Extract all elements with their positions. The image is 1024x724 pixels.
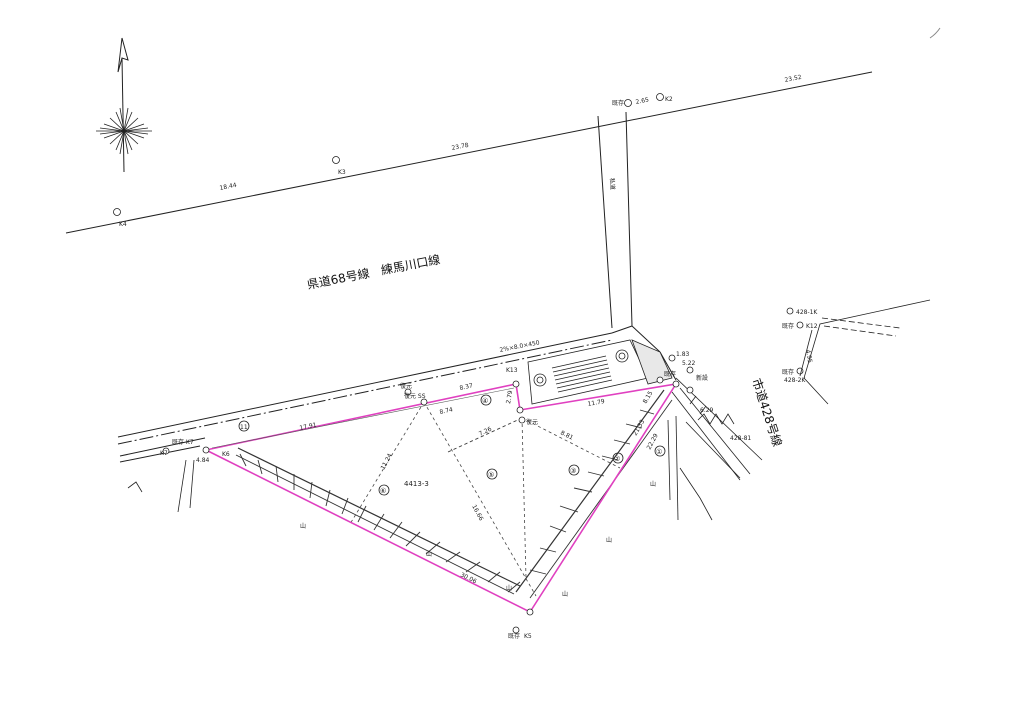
boundary-points xyxy=(162,354,694,634)
lot-number: 4413-3 xyxy=(404,480,429,488)
dim-881: 8.81 xyxy=(559,430,574,442)
label-k12: K12 xyxy=(806,323,818,330)
mountain-mark-2: 山 xyxy=(426,550,432,558)
city-road-edges: 428-81 xyxy=(667,377,763,521)
existing-label: 既存 xyxy=(612,99,624,107)
dim-279: 2.79 xyxy=(505,390,514,405)
right-corner-feature: 428-1K 既存 K12 4.95 既存 428-2K xyxy=(782,299,931,405)
pt-restore-2: 復元 xyxy=(526,418,538,426)
area-4: ④ xyxy=(482,397,488,405)
label-428-2k: 428-2K xyxy=(784,377,806,384)
pt-new: 新設 xyxy=(696,374,708,382)
dim-1124: 11.24 xyxy=(380,452,394,471)
point-labels: 復元 復元 SS K13 復元 既存 K7 K7 K6 既存 K5 4.84 新… xyxy=(160,367,708,640)
corner-mark xyxy=(929,27,941,39)
survey-point-existing xyxy=(624,99,632,107)
dim-874: 8.74 xyxy=(439,406,454,416)
dim-5-22: 5.22 xyxy=(682,360,696,367)
slope-hatching xyxy=(235,447,521,595)
dist-2352: 23.52 xyxy=(784,74,802,84)
dim-1791: 17.91 xyxy=(299,422,317,432)
point-k4-label: K4 xyxy=(119,221,127,228)
road-edge-dim: 2%×8.0×450 xyxy=(499,339,540,354)
prefectural-road-label: 県道68号線 練馬川口線 xyxy=(306,251,442,292)
pt-existing-k7: 既存 K7 xyxy=(172,438,194,446)
survey-point-k3 xyxy=(332,156,340,164)
slope-hatching-east xyxy=(515,389,673,599)
area-6: ⑥ xyxy=(380,487,386,495)
label-existing-k12: 既存 xyxy=(782,322,794,330)
pt-existing-3: 既存 xyxy=(664,370,676,378)
dist-2378: 23.78 xyxy=(451,142,469,152)
dist-1844: 18.44 xyxy=(219,182,237,192)
north-arrow-icon xyxy=(96,37,152,173)
dim-183: 1.83 xyxy=(676,351,690,358)
lower-road-edges: 2%×8.0×450 xyxy=(117,325,677,463)
dim-1666: 16.66 xyxy=(470,504,484,523)
dim-815: 8.15 xyxy=(642,390,655,405)
city-road-label: 市道428号線 xyxy=(749,376,785,448)
survey-point-k4 xyxy=(113,208,121,216)
dim-1179: 11.79 xyxy=(587,398,605,408)
mark-11: 11 xyxy=(240,424,248,431)
parcel-boundary xyxy=(203,382,678,614)
label-existing-2: 既存 xyxy=(782,368,794,376)
point-k3-label: K3 xyxy=(338,169,346,176)
survey-point-k2 xyxy=(656,93,664,101)
pt-restore-ss: 復元 SS xyxy=(404,392,426,400)
pt-existing-k5: 既存 xyxy=(508,632,520,640)
area-1: ① xyxy=(656,448,662,456)
pt-k7: K7 xyxy=(160,450,168,457)
side-street: 私道 xyxy=(597,111,633,329)
subdivision-lines xyxy=(349,401,621,597)
pt-484: 4.84 xyxy=(196,457,210,464)
pt-restore-1: 復元 xyxy=(400,382,412,390)
dist-265: 2.65 xyxy=(635,97,650,106)
left-features xyxy=(127,459,195,513)
pt-k13: K13 xyxy=(506,367,518,374)
area-2: ② xyxy=(614,455,620,463)
pt-k6: K6 xyxy=(222,451,230,458)
top-road-line: K4 K3 既存 K2 18.44 23.78 2.65 23.52 xyxy=(65,71,873,234)
area-5: ⑤ xyxy=(488,471,494,479)
pt-k5: K5 xyxy=(524,633,532,640)
area-markers: ① ② ③ ④ ⑤ ⑥ 11 xyxy=(238,394,666,496)
mountain-mark-4: 山 xyxy=(562,590,568,598)
dim-495: 4.95 xyxy=(804,349,813,364)
mountain-mark-3: 山 xyxy=(506,584,512,592)
terrain-marks: 山 山 山 山 山 山 xyxy=(300,480,656,598)
dim-726: 7.26 xyxy=(478,426,493,438)
mountain-mark-6: 山 xyxy=(650,480,656,488)
dim-3006: 30.06 xyxy=(459,572,478,586)
mountain-mark-5: 山 xyxy=(606,536,612,544)
side-street-label: 私道 xyxy=(608,178,617,191)
entrance-structure xyxy=(527,339,673,405)
dim-629: 6.29 xyxy=(700,407,714,414)
point-k2-label: K2 xyxy=(665,96,673,103)
dim-428-81: 428-81 xyxy=(730,435,751,442)
area-3: ③ xyxy=(570,467,576,475)
label-428-1k: 428-1K xyxy=(796,309,818,316)
mountain-mark-1: 山 xyxy=(300,522,306,530)
dim-837: 8.37 xyxy=(459,382,474,392)
